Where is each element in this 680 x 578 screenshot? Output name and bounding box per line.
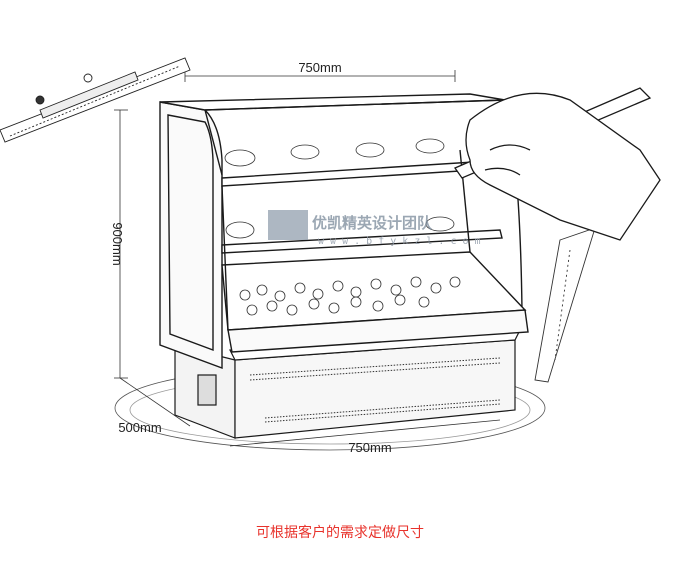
cabinet-base (174, 329, 522, 439)
watermark-brand: 优凯精英设计团队 (312, 214, 433, 232)
dimension-height: 900mm (110, 222, 125, 265)
tape-measure-icon (0, 57, 191, 143)
ruler-icon (534, 227, 596, 383)
dimension-width-top: 750mm (298, 60, 341, 75)
dimension-width-bottom: 750mm (348, 440, 391, 455)
dimension-lines (114, 70, 501, 447)
caption: 可根据客户的需求定做尺寸 (256, 525, 424, 541)
hand-pencil-icon (454, 87, 661, 241)
dimension-depth: 500mm (118, 420, 161, 435)
watermark-logo-icon (268, 210, 308, 240)
watermark: 优凯精英设计团队 w w w . b f y k z l . c o m (268, 210, 481, 247)
food-items (224, 138, 461, 316)
watermark-url: w w w . b f y k z l . c o m (318, 236, 481, 247)
